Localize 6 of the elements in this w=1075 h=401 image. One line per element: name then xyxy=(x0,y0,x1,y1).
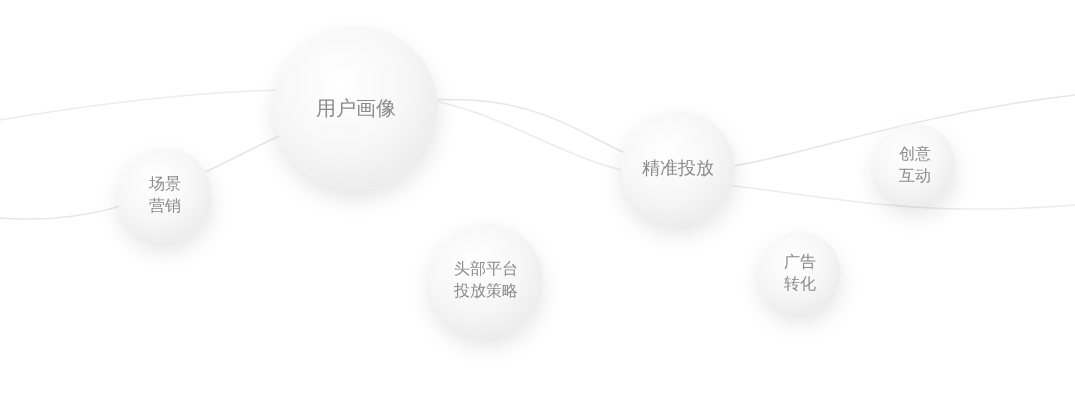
sphere-label: 用户画像 xyxy=(315,95,397,121)
sphere-label: 头部平台投放策略 xyxy=(453,259,519,301)
sphere-label: 精准投放 xyxy=(641,156,715,180)
sphere-label: 创意互动 xyxy=(898,144,932,186)
sphere-label: 场景营销 xyxy=(148,174,182,216)
sphere-label: 广告转化 xyxy=(783,252,817,294)
